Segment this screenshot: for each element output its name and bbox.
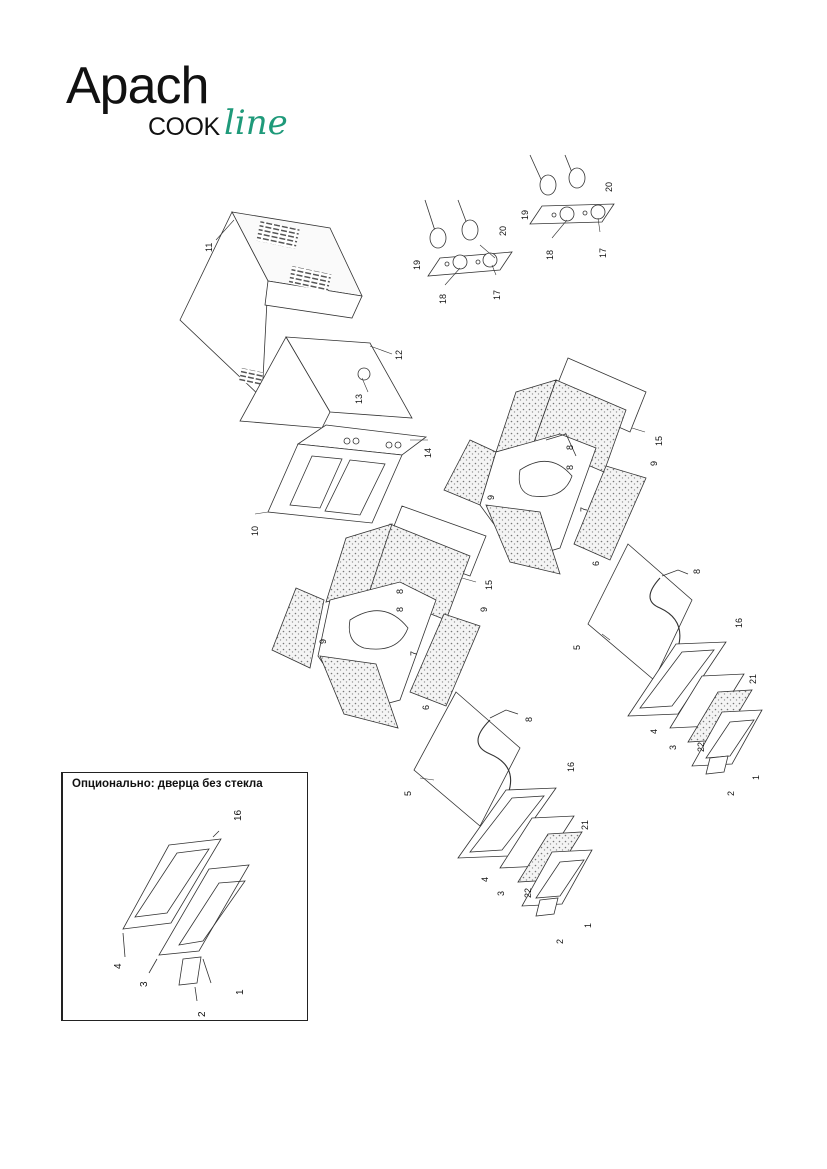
callout-5: 5: [572, 645, 582, 650]
callout-18: 18: [438, 294, 448, 304]
callout-12: 12: [394, 350, 404, 360]
lower-bottom-plate: [413, 691, 521, 831]
inset-label-3: 3: [139, 981, 150, 987]
callout-4: 4: [649, 729, 659, 734]
callout-20: 20: [498, 226, 508, 236]
callout-21b: 21: [580, 820, 590, 830]
control-knob-assembly-lower: [424, 199, 513, 277]
leader-lines: [215, 217, 646, 781]
callout-10: 10: [250, 526, 260, 536]
callout-7b: 7: [409, 651, 419, 656]
upper-door-assembly: [627, 641, 763, 775]
callout-6: 6: [591, 561, 601, 566]
logo-line-script: line: [224, 103, 288, 143]
callout-16: 16: [734, 618, 744, 628]
inset-door-panel: [158, 864, 250, 956]
callout-3b: 3: [496, 891, 506, 896]
callout-19: 19: [412, 260, 422, 270]
callout-15: 15: [654, 436, 664, 446]
inset-label-2: 2: [197, 1011, 208, 1017]
brand-logo: Apach COOK line: [66, 57, 288, 145]
callout-9b: 9: [486, 495, 496, 500]
callout-6b: 6: [421, 705, 431, 710]
callout-22: 22: [696, 742, 706, 752]
callout-8c: 8: [692, 569, 702, 574]
inset-door-frame: [122, 838, 222, 930]
control-knob-assembly-upper: [529, 154, 615, 225]
callout-8d: 8: [395, 589, 405, 594]
callout-1b: 1: [583, 923, 593, 928]
callout-9c: 9: [479, 607, 489, 612]
callout-9d: 9: [318, 639, 328, 644]
upper-chamber-module: [443, 357, 647, 575]
inset-title: Опционально: дверца без стекла: [72, 778, 263, 790]
lower-chamber-module: [271, 505, 487, 729]
inset-label-16: 16: [233, 809, 244, 821]
optional-door-inset: Опционально: дверца без стекла 16 4 3 1 …: [61, 772, 308, 1021]
callout-8f: 8: [524, 717, 534, 722]
callout-17: 17: [492, 290, 502, 300]
logo-apach-text: Apach: [66, 57, 209, 115]
callout-4b: 4: [480, 877, 490, 882]
callout-21: 21: [748, 674, 758, 684]
callout-13: 13: [354, 394, 364, 404]
inset-label-4: 4: [113, 963, 124, 969]
callout-15b: 15: [484, 580, 494, 590]
callout-3: 3: [668, 745, 678, 750]
callout-19b: 19: [520, 210, 530, 220]
chamber-frame-part: [267, 424, 428, 524]
callout-20b: 20: [604, 182, 614, 192]
logo-cook-text: COOK: [148, 113, 220, 141]
callout-2: 2: [726, 791, 736, 796]
callout-22b: 22: [523, 888, 533, 898]
callout-11: 11: [204, 243, 214, 252]
callout-16b: 16: [566, 762, 576, 772]
front-panel-part: [239, 336, 413, 429]
callout-labels: 11 12 13 14 10 19 20 18 17 19 20 18 17 1…: [204, 182, 761, 944]
callout-8b: 8: [565, 465, 575, 470]
callout-9: 9: [649, 461, 659, 466]
callout-14: 14: [423, 448, 433, 458]
callout-2b: 2: [555, 939, 565, 944]
callout-17b: 17: [598, 248, 608, 258]
inset-door-drawing: 16 4 3 1 2: [113, 809, 250, 1017]
inset-label-1: 1: [235, 989, 246, 995]
outer-casing-part: [179, 211, 363, 399]
lower-door-assembly: [457, 787, 593, 917]
inset-door-handle: [178, 956, 202, 986]
callout-8: 8: [565, 445, 575, 450]
callout-8e: 8: [395, 607, 405, 612]
callout-18b: 18: [545, 250, 555, 260]
callout-7: 7: [579, 507, 589, 512]
callout-5b: 5: [403, 791, 413, 796]
callout-1: 1: [751, 775, 761, 780]
